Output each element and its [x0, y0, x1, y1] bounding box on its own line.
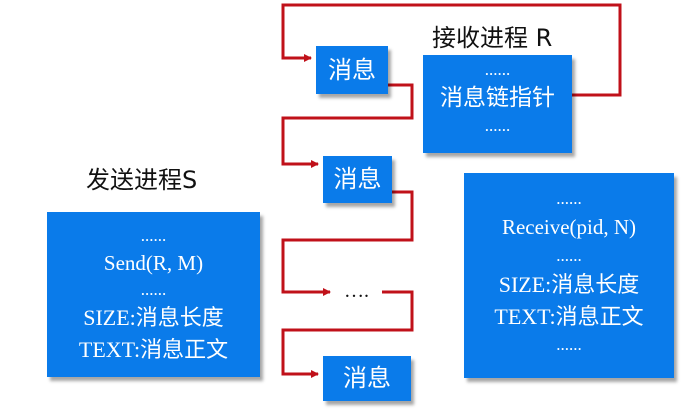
receiver-pcb-box: ...... 消息链指针 ...... — [423, 55, 572, 153]
receive-line: ...... — [556, 189, 582, 208]
receive-area-box: ...... Receive(pid, N) ...... SIZE:消息长度 … — [464, 173, 674, 378]
ellipsis-to-message-3-arrow — [281, 290, 414, 378]
sender-line: ...... — [140, 280, 167, 299]
message-1-to-message-2-arrow — [281, 83, 414, 168]
message-chain-pointer-label: 消息链指针 — [440, 85, 555, 111]
receiver-process-title: 接收进程 R — [432, 24, 553, 52]
receiver-pcb-line: ...... — [484, 60, 511, 79]
receive-line: ...... — [556, 335, 582, 354]
sender-size-label: SIZE:消息长度 — [83, 305, 224, 330]
send-call-label: Send(R, M) — [103, 251, 204, 275]
message-box-3: 消息 — [323, 356, 411, 401]
sender-process-box: ...... Send(R, M) ...... SIZE:消息长度 TEXT:… — [47, 212, 260, 377]
sender-text-label: TEXT:消息正文 — [78, 337, 229, 362]
receive-call-label: Receive(pid, N) — [501, 215, 637, 239]
message-chain-ellipsis: …. — [344, 280, 369, 302]
receiver-pcb-line: ...... — [484, 116, 511, 135]
pointer-to-message-1-arrow — [281, 3, 622, 97]
message-box-2: 消息 — [323, 156, 392, 203]
sender-line: ...... — [140, 226, 167, 245]
receive-size-label: SIZE:消息长度 — [498, 272, 640, 297]
receive-line: ...... — [556, 246, 582, 265]
receive-text-label: TEXT:消息正文 — [494, 304, 644, 329]
message-2-to-ellipsis-arrow — [281, 190, 414, 296]
message-box-1: 消息 — [316, 46, 388, 94]
sender-process-title: 发送进程S — [86, 166, 198, 194]
